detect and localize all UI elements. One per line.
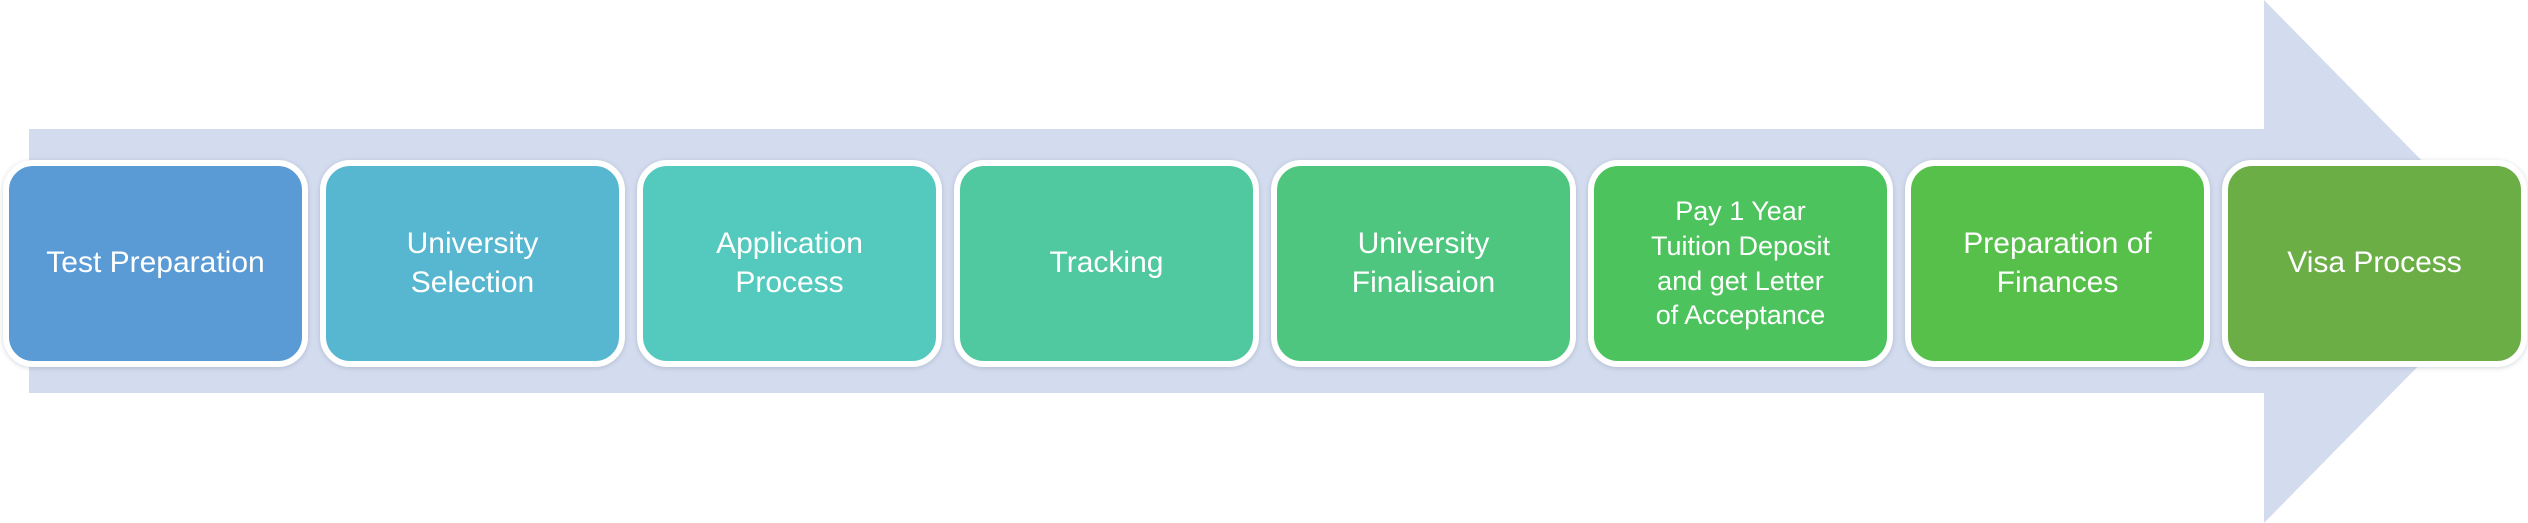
step-label: Application Process	[716, 227, 863, 299]
step-label: Tracking	[1049, 246, 1164, 280]
process-step-3: Application Process	[637, 160, 942, 367]
process-step-8: Visa Process	[2222, 160, 2527, 367]
process-step-4: Tracking	[954, 160, 1259, 367]
step-label: University Selection	[406, 227, 539, 299]
step-label: University Finalisaion	[1351, 227, 1496, 299]
process-step-6: Pay 1 Year Tuition Deposit and get Lette…	[1588, 160, 1893, 367]
step-label: Visa Process	[2287, 246, 2462, 280]
process-step-2: University Selection	[320, 160, 625, 367]
process-step-7: Preparation of Finances	[1905, 160, 2210, 367]
step-label: Pay 1 Year Tuition Deposit and get Lette…	[1650, 196, 1831, 331]
process-step-5: University Finalisaion	[1271, 160, 1576, 367]
step-label: Preparation of Finances	[1963, 227, 2152, 299]
step-label: Test Preparation	[46, 246, 265, 280]
process-step-1: Test Preparation	[3, 160, 308, 367]
